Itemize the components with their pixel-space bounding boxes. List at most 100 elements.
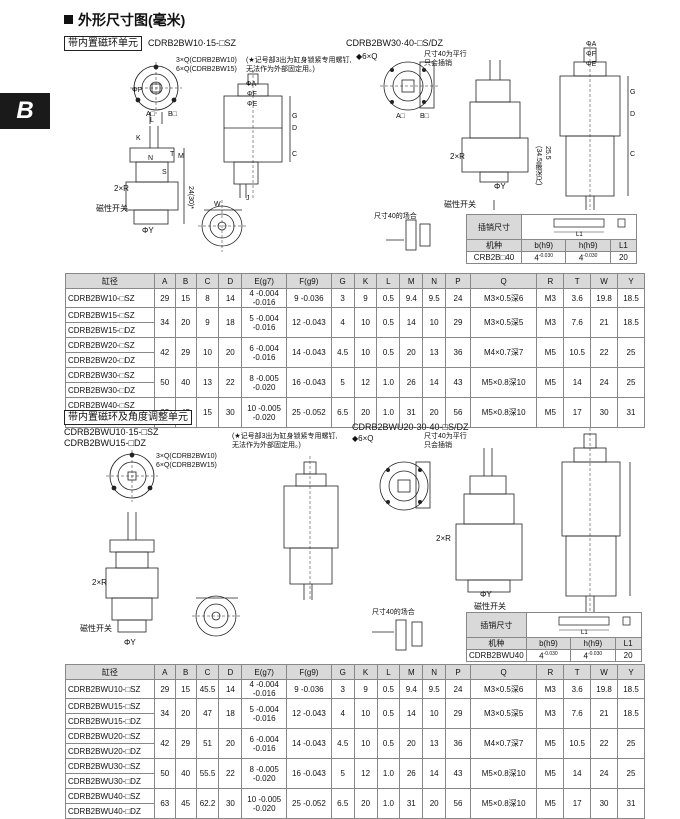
t1-value-cell: 3.6 bbox=[563, 288, 592, 308]
t2-header-cell: D bbox=[218, 664, 243, 680]
t1-value-cell: 13 bbox=[422, 337, 447, 368]
section1-star-note: (★记号部3出为缸身锁紧专用螺钉, 无法作为外部固定用。) bbox=[246, 57, 352, 73]
t1-value-cell: 24 bbox=[590, 367, 619, 398]
t1-value-cell: 29 bbox=[153, 288, 176, 308]
dim-phie-1: ΦE bbox=[247, 101, 258, 108]
svg-text:L1: L1 bbox=[581, 630, 588, 635]
pin-hdr-b: b(h9) bbox=[520, 239, 567, 252]
t1-row: CDRB2BW40-□SZ6345153010 -0.005 -0.02025 … bbox=[65, 397, 645, 428]
pin2-hdr-h: h(h9) bbox=[570, 637, 616, 650]
t2-value-cell: 22 bbox=[590, 728, 618, 759]
section1-2r-right: 2×R bbox=[450, 152, 465, 161]
pin-diagram: L1 bbox=[553, 218, 626, 238]
t1-value-cell: 18 bbox=[218, 307, 243, 338]
dim-phif-1: ΦF bbox=[247, 91, 257, 98]
dim-phia-2: ΦA bbox=[586, 41, 597, 48]
t1-value-cell: 36 bbox=[445, 337, 471, 368]
t2-value-cell: M3×0.5深5 bbox=[469, 698, 538, 729]
t1-value-cell: 29 bbox=[174, 337, 197, 368]
t2-value-cell: 25 bbox=[616, 728, 646, 759]
section1-model-right: CDRB2BW30·40-□S/DZ bbox=[346, 38, 443, 48]
t1-header-cell: G bbox=[330, 273, 355, 289]
svg-text:L1: L1 bbox=[576, 232, 583, 237]
t2-value-cell: 12 bbox=[353, 758, 378, 789]
t2-value-cell: M3 bbox=[536, 698, 565, 729]
t2-value-cell: 22 bbox=[218, 758, 243, 789]
t1-model-cell: CDRB2BW15-□DZ bbox=[65, 322, 155, 338]
t2-value-cell: 20 bbox=[422, 788, 447, 819]
t1-header-cell: K bbox=[353, 273, 378, 289]
section2-model-left-2: CDRB2BWU15-□DZ bbox=[64, 438, 146, 448]
dim-phie-2: ΦE bbox=[586, 61, 597, 68]
dim-j-1: J bbox=[246, 195, 250, 202]
section2-2r-right: 2×R bbox=[436, 534, 451, 543]
dim-d-2: D bbox=[630, 111, 636, 118]
t2-value-cell: 6 -0.004 -0.016 bbox=[241, 728, 288, 759]
t1-header-cell: L bbox=[376, 273, 401, 289]
pin-hdr-h: h(h9) bbox=[565, 239, 611, 252]
t1-value-cell: 10 bbox=[195, 337, 220, 368]
t2-value-cell: 29 bbox=[445, 698, 471, 729]
t2-value-cell: 1.0 bbox=[376, 788, 401, 819]
t1-value-cell: 9 -0.036 bbox=[285, 288, 332, 308]
t2-value-cell: 5 -0.004 -0.016 bbox=[241, 698, 288, 729]
section2-model-left-1: CDRB2BWU10·15-□SZ bbox=[64, 427, 159, 437]
t2-value-cell: 63 bbox=[153, 788, 176, 819]
s1-body-view-right bbox=[559, 44, 629, 210]
pin2-table-title: 插销尺寸 bbox=[466, 612, 527, 638]
t2-value-cell: 24 bbox=[445, 679, 471, 699]
t1-value-cell: M5 bbox=[536, 367, 565, 398]
dim-24-30: 24(30)* bbox=[187, 186, 194, 209]
t1-value-cell: 6 -0.004 -0.016 bbox=[241, 337, 287, 368]
t1-value-cell: 10 bbox=[353, 337, 378, 368]
section1-thread-note: 3×Q(CDRB2BW10) 6×Q(CDRB2BW15) bbox=[176, 57, 237, 73]
t1-header-cell: N bbox=[422, 273, 447, 289]
t2-header-cell: R bbox=[536, 664, 565, 680]
pin2-row-b: 4-0.030 bbox=[525, 649, 572, 662]
t2-value-cell: 25 bbox=[616, 758, 646, 789]
s2-size40-view bbox=[372, 619, 423, 651]
section1-model-left: CDRB2BW10·15-□SZ bbox=[148, 38, 236, 48]
t1-value-cell: 24 bbox=[445, 288, 471, 308]
s1-body-view-left bbox=[223, 70, 291, 200]
t2-value-cell: 42 bbox=[153, 728, 176, 759]
t2-value-cell: 40 bbox=[174, 758, 197, 789]
section-tab-b: B bbox=[0, 93, 50, 129]
t1-value-cell: 20 bbox=[174, 307, 197, 338]
t1-value-cell: 9.4 bbox=[399, 288, 424, 308]
t2-model-cell: CDRB2BWU10-□SZ bbox=[65, 679, 155, 699]
pin2-row-l1: 20 bbox=[614, 649, 642, 662]
section1-pin-table: 插销尺寸 L1 机种 b(h9) h(h9) L1 CRB2B□40 4-0.0… bbox=[466, 214, 638, 264]
t2-value-cell: 18.5 bbox=[616, 698, 646, 729]
section1-switch-label: 磁性开关 bbox=[96, 204, 128, 213]
t2-header-cell: F(g9) bbox=[286, 664, 332, 680]
t2-value-cell: 26 bbox=[399, 758, 424, 789]
t2-value-cell: 14 -0.043 bbox=[286, 728, 332, 759]
t2-value-cell: 8 -0.005 -0.020 bbox=[241, 758, 288, 789]
t2-model-cell: CDRB2BWU40-□SZ bbox=[65, 788, 155, 804]
t2-value-cell: 45.5 bbox=[195, 679, 220, 699]
t2-header-cell: B bbox=[174, 664, 197, 680]
t1-value-cell: 12 bbox=[353, 367, 378, 398]
pin2-hdr-model: 机种 bbox=[466, 637, 527, 650]
t2-value-cell: 5 bbox=[330, 758, 355, 789]
t1-value-cell: 25 -0.052 bbox=[285, 397, 332, 428]
t2-value-cell: 50 bbox=[153, 758, 176, 789]
t1-header-cell: Q bbox=[469, 273, 538, 289]
t1-header-cell: M bbox=[399, 273, 424, 289]
dim-g-1: G bbox=[292, 113, 298, 120]
s2-bottom-view-left bbox=[192, 595, 242, 637]
t2-model-cell: CDRB2BWU40-□DZ bbox=[65, 803, 155, 819]
t1-model-cell: CDRB2BW20-□SZ bbox=[65, 337, 155, 353]
t2-model-cell: CDRB2BWU15-□SZ bbox=[65, 698, 155, 714]
section1-switch-label-right: 磁性开关 bbox=[444, 200, 476, 209]
t2-value-cell: 25 -0.052 bbox=[286, 788, 332, 819]
section2-size40-note: 尺寸40为平行 只会插销 bbox=[424, 433, 467, 449]
